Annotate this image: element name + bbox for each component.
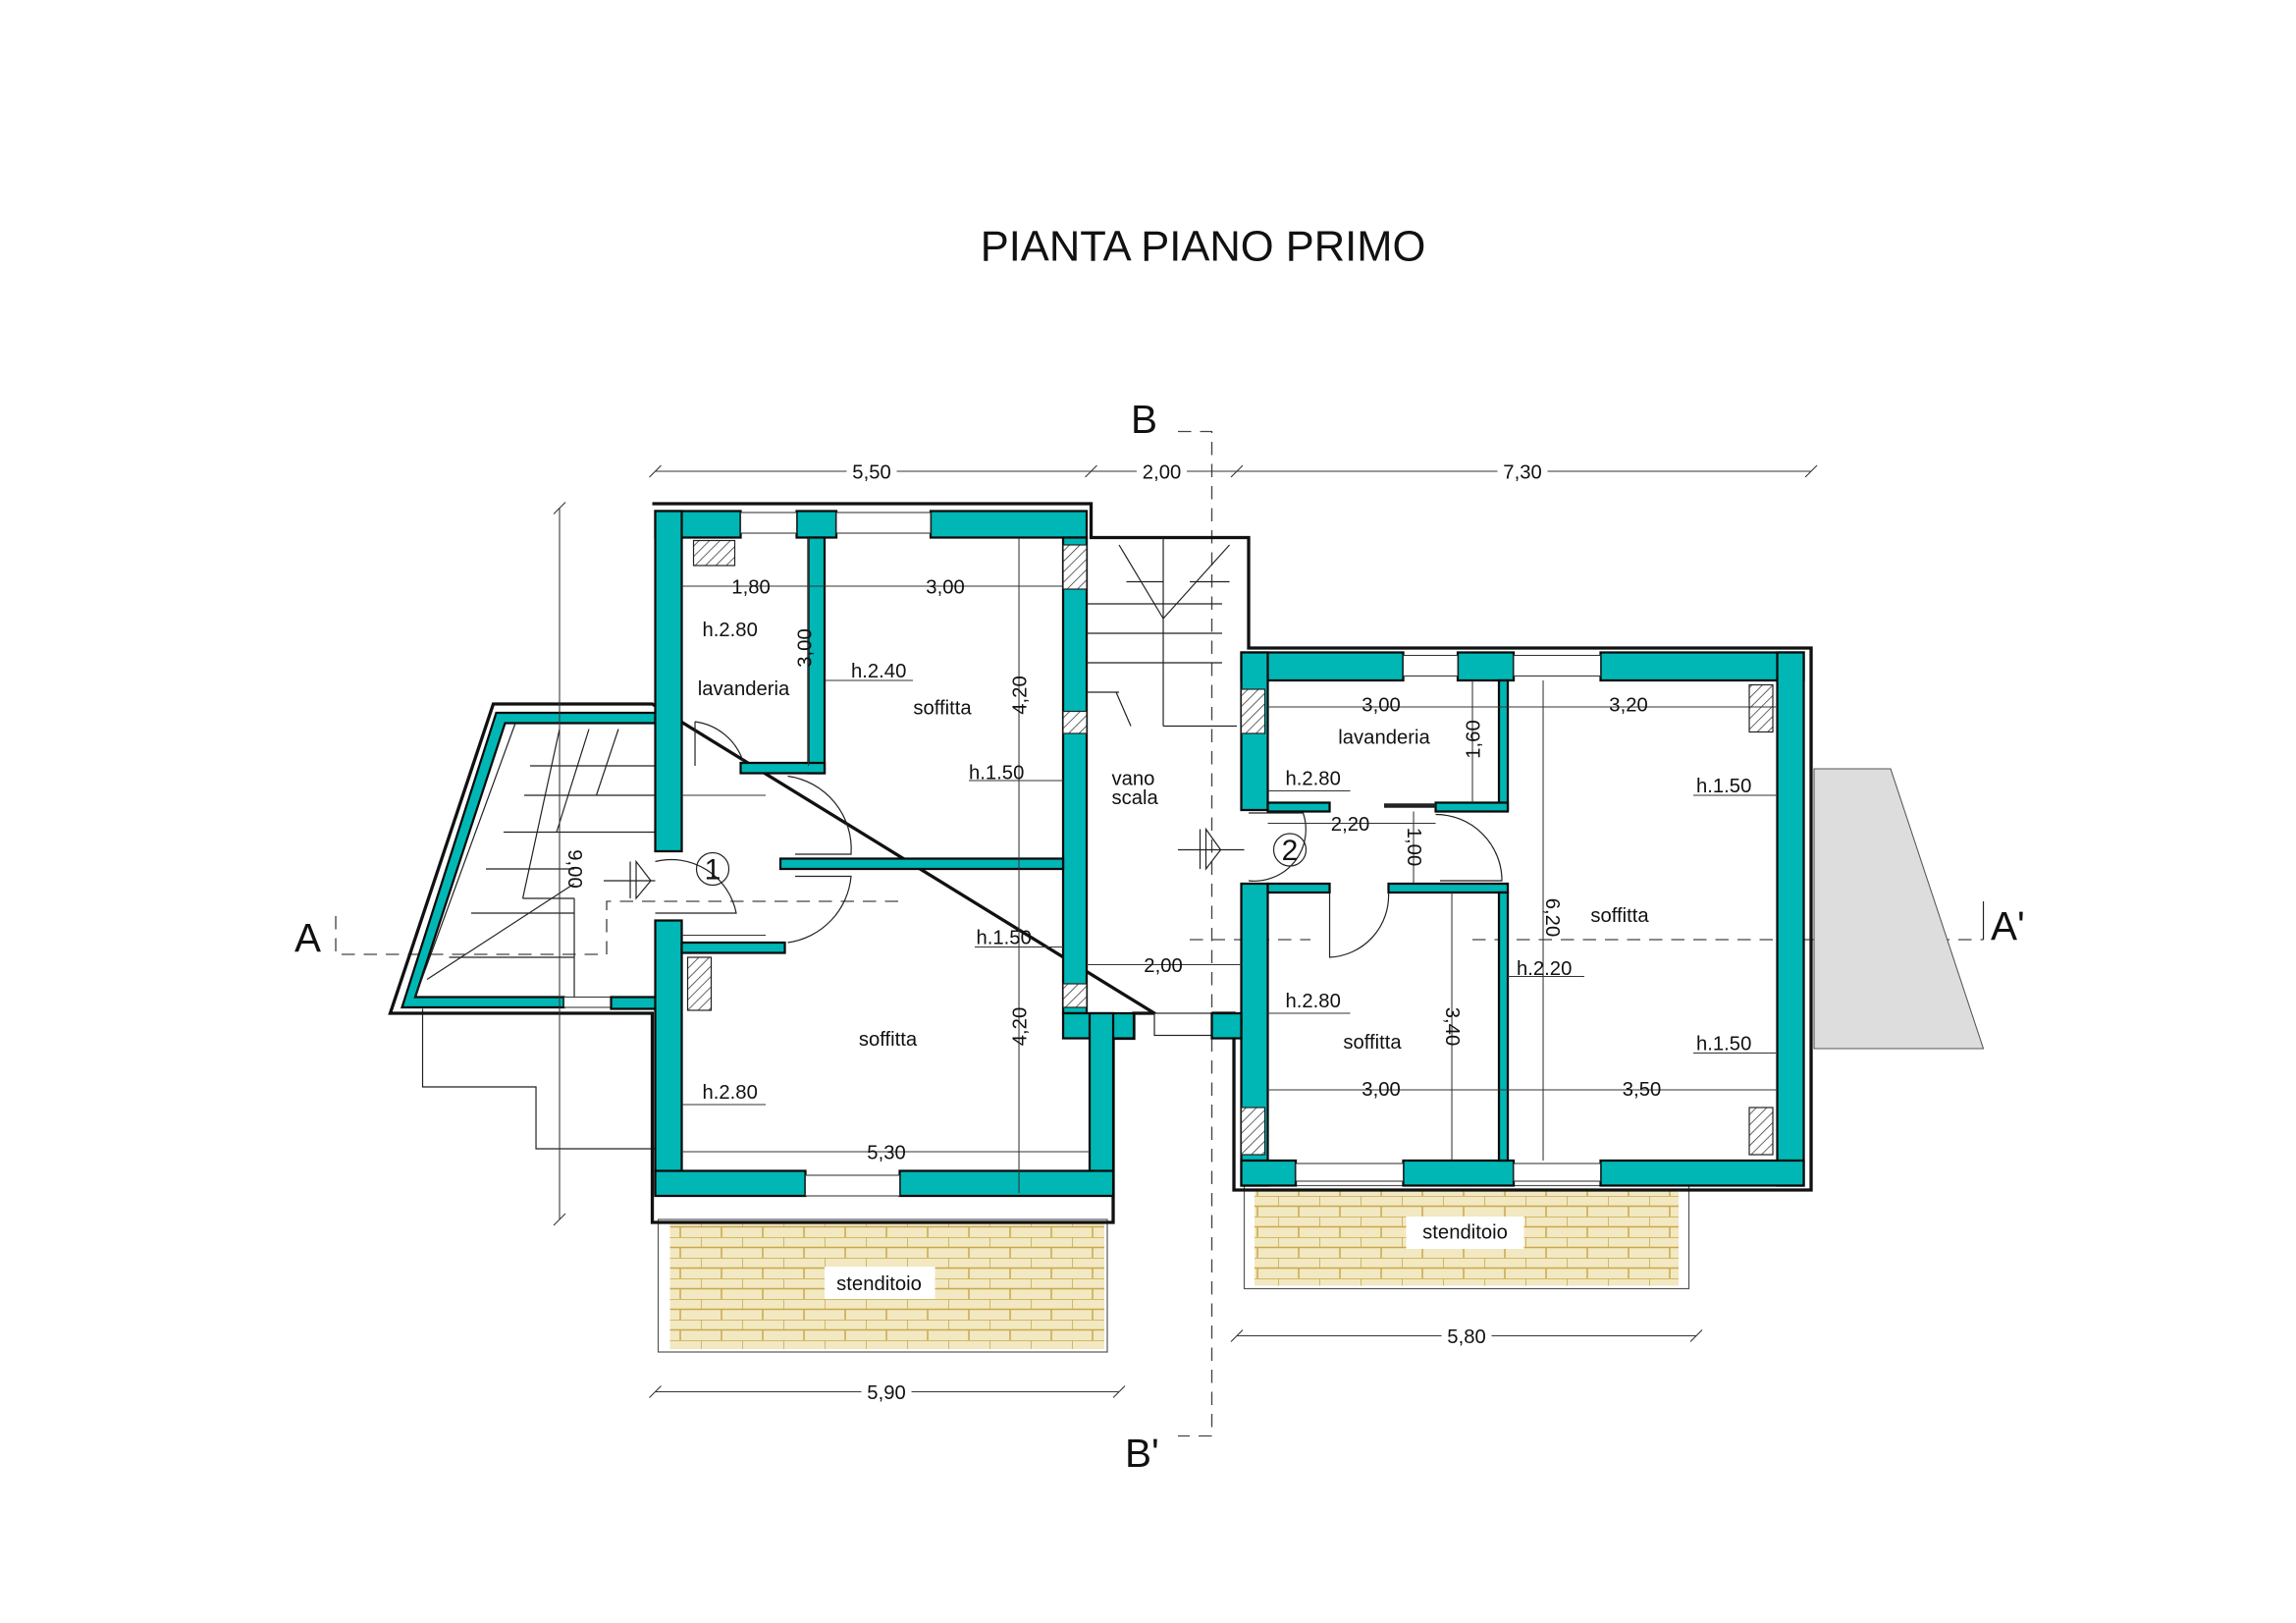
dimension-labels: 5,50 2,00 7,30 9,00 1,80 3,00 3,00 4,20 … [563,460,1661,1404]
section-b-prime-label: B' [1125,1431,1159,1476]
room-labels: lavanderia soffitta soffitta vano scala … [698,678,1650,1295]
dim-stair-width: 2,00 [1144,955,1182,977]
section-b-line: B B' [1125,397,1213,1476]
height-soff1: h.2.40 [851,661,906,682]
dim-patio-right: 5,80 [1447,1326,1485,1348]
ground-outline [421,1008,656,1150]
dim-top-2: 2,00 [1143,462,1181,484]
room-soffitta-lower-left: soffitta [859,1029,918,1051]
dim-top-3: 7,30 [1503,462,1541,484]
dim-soff2-width: 5,30 [867,1143,905,1164]
room-soffitta-large-right: soffitta [1590,905,1649,927]
height-soff2-b: h.2.80 [703,1082,758,1104]
height-lav1: h.2.80 [703,620,758,641]
dim-top-1: 5,50 [852,462,890,484]
entrance-2-marker: 2 [1178,827,1308,871]
room-stenditoio-left: stenditoio [836,1273,922,1295]
room-stenditoio-right: stenditoio [1422,1222,1508,1244]
dim-corridor-width: 2,20 [1331,814,1369,836]
height-soff4-b: h.2.20 [1517,958,1572,980]
roof-projection [1813,768,1985,1050]
room-soffitta-upper-left: soffitta [913,698,972,720]
section-a-label: A [294,915,321,960]
dim-soff2-depth: 4,20 [1010,1007,1032,1046]
doors-left [655,721,852,944]
dim-soff3-width: 3,00 [1362,1079,1400,1101]
stair-steps-left [414,723,656,998]
section-a-prime-label: A' [1991,903,2025,948]
dim-soff1-depth: 4,20 [1010,676,1032,714]
dim-patio-left: 5,90 [867,1382,905,1404]
room-vano-scala-2: scala [1112,787,1159,809]
height-soff2-a: h.1.50 [977,928,1032,949]
window-wing [562,996,613,1008]
patio-left-label-bg [825,1267,935,1299]
room-lavanderia-right: lavanderia [1338,728,1430,749]
dim-soff4-width-bottom: 3,50 [1623,1079,1661,1101]
dim-soff3-depth: 3,40 [1441,1007,1463,1046]
room-soffitta-small-right: soffitta [1343,1032,1402,1054]
dim-soff1-width: 3,00 [926,577,964,599]
section-b-label: B [1131,397,1157,442]
right-block-walls [1210,651,1805,1187]
entrance-1-number: 1 [705,854,721,887]
drawing-title: PIANTA PIANO PRIMO [981,224,1426,271]
height-lav2: h.2.80 [1286,769,1341,790]
height-soff4-a: h.1.50 [1696,776,1751,797]
dim-lav1-width: 1,80 [731,577,770,599]
height-soff1-b: h.1.50 [969,763,1024,784]
dim-lav2-depth: 1,60 [1464,720,1485,758]
entrance-2-number: 2 [1282,835,1299,867]
left-block-walls [654,510,1136,1198]
dim-lav2-width: 3,00 [1362,695,1400,717]
patio-right-label-bg [1406,1217,1524,1249]
room-vano-scala-1: vano [1112,769,1155,790]
height-soff3: h.2.80 [1286,991,1341,1012]
dim-overall-height: 9,00 [563,849,585,888]
doors-right [1248,803,1503,958]
entrance-1-marker: 1 [604,851,730,900]
height-labels: h.2.80 h.2.40 h.1.50 h.1.50 h.2.80 h.2.8… [703,620,1752,1104]
dim-lav1-depth: 3,00 [795,628,817,667]
height-soff4-c: h.1.50 [1696,1034,1751,1055]
dim-corridor-depth: 1,00 [1403,828,1424,866]
wall [610,996,660,1010]
dim-soff4-width: 3,20 [1609,695,1647,717]
section-a-line: A A' [294,900,2025,960]
dim-soff4-depth: 6,20 [1541,898,1563,937]
room-lavanderia-left: lavanderia [698,678,790,700]
